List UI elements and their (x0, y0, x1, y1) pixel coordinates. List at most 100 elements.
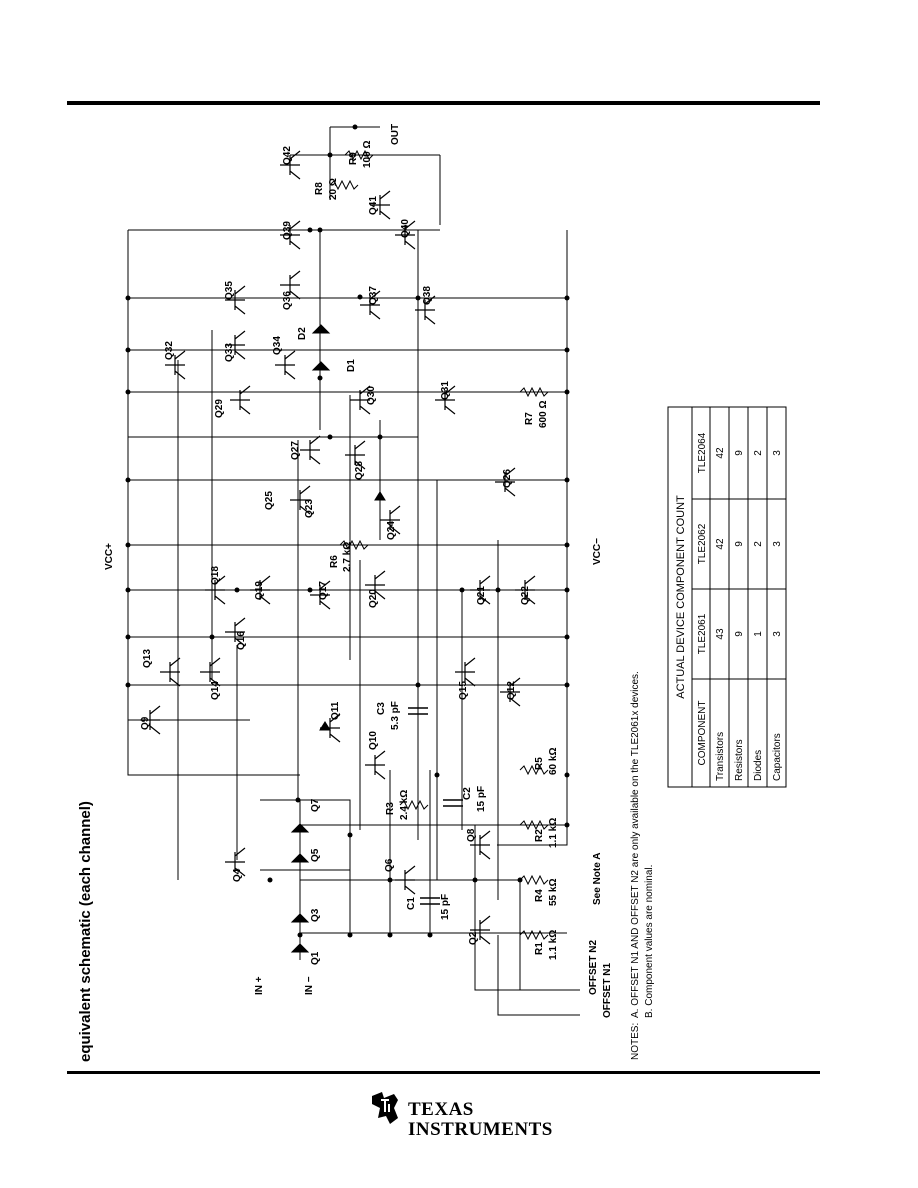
transistor-label-q42: Q42 (282, 146, 293, 165)
table-cell: 9 (734, 450, 745, 456)
transistor-label-q35: Q35 (224, 281, 235, 300)
table-cell: Resistors (734, 739, 745, 781)
th-tle2061: TLE2061 (697, 613, 708, 654)
transistor-label-q24: Q24 (386, 521, 397, 540)
resistor-value-r8: 20 Ω (328, 178, 339, 200)
resistor-name-r4: R4 (534, 889, 545, 902)
note-a: A. OFFSET N1 AND OFFSET N2 are only avai… (630, 671, 641, 1018)
pin-labels: VCC+ VCC− IN + IN − OUT OFFSET N2 OFFSET… (104, 124, 613, 1018)
table-cell: 2 (753, 541, 764, 547)
table-cell: Diodes (753, 750, 764, 781)
table-cell: 3 (772, 450, 783, 456)
resistor-name-r7: R7 (524, 412, 535, 425)
resistor-name-r5: R5 (534, 757, 545, 770)
see-note-label: See Note A (592, 853, 603, 905)
in-minus-label: IN − (304, 976, 315, 995)
offset-n2-label: OFFSET N2 (588, 940, 599, 995)
capacitor-value-c2: 15 pF (476, 786, 487, 812)
resistor-value-r2: 1.1 kΩ (548, 818, 559, 848)
diode-label-d1: D1 (346, 359, 357, 372)
transistor-label-q33: Q33 (224, 343, 235, 362)
transistor-label-q20: Q20 (368, 589, 379, 608)
transistor-label-q1: Q1 (310, 951, 321, 965)
transistor-label-q3: Q3 (310, 908, 321, 922)
bottom-rule (67, 1071, 820, 1074)
transistor-label-q10: Q10 (368, 731, 379, 750)
table-cell: 43 (715, 628, 726, 640)
transistor-label-q14: Q14 (210, 681, 221, 700)
transistor-label-q30: Q30 (366, 386, 377, 405)
resistor-value-r1: 1.1 kΩ (548, 930, 559, 960)
transistor-label-q11: Q11 (330, 701, 341, 720)
th-tle2064: TLE2064 (697, 432, 708, 473)
transistor-label-q22: Q22 (520, 586, 531, 605)
table-cell: 9 (734, 541, 745, 547)
top-rule (67, 101, 820, 105)
th-component: COMPONENT (697, 701, 708, 766)
table-cell: 1 (753, 631, 764, 637)
capacitor-name-c2: C2 (462, 787, 473, 800)
table-cell: 3 (772, 541, 783, 547)
transistor-label-q25: Q25 (264, 491, 275, 510)
ti-logo-icon (372, 1092, 398, 1124)
transistor-label-q34: Q34 (272, 336, 283, 355)
notes: NOTES: A. OFFSET N1 AND OFFSET N2 are on… (630, 671, 655, 1060)
transistor-label-q32: Q32 (164, 341, 175, 360)
in-plus-label: IN + (254, 976, 265, 995)
table-cell: Capacitors (772, 733, 783, 781)
ti-logo-line1: TEXAS (408, 1099, 474, 1120)
transistor-symbols (140, 150, 536, 945)
transistor-label-q41: Q41 (368, 196, 379, 215)
transistor-label-q27: Q27 (290, 441, 301, 460)
transistor-label-q7: Q7 (310, 798, 321, 812)
resistor-name-r8: R8 (314, 182, 325, 195)
resistor-value-r4: 55 kΩ (548, 879, 559, 906)
transistor-label-q23: Q23 (304, 499, 315, 518)
transistor-label-q29: Q29 (214, 399, 225, 418)
table-cell: 9 (734, 631, 745, 637)
vcc-plus-label: VCC+ (104, 543, 115, 570)
transistor-label-q19: Q19 (254, 581, 265, 600)
ti-logo-line2: INSTRUMENTS (408, 1119, 553, 1140)
transistor-label-q21: Q21 (476, 586, 487, 605)
heading: equivalent schematic (each channel) (77, 801, 94, 1062)
table-cell: 42 (715, 447, 726, 459)
resistor-name-r3: R3 (385, 802, 396, 815)
resistor-value-r9: 100 Ω (362, 141, 373, 168)
transistor-label-q13: Q13 (142, 649, 153, 668)
notes-prefix: NOTES: (630, 1023, 641, 1060)
out-label: OUT (390, 124, 401, 145)
transistor-label-q12: Q12 (506, 681, 517, 700)
table-title: ACTUAL DEVICE COMPONENT COUNT (675, 495, 687, 699)
resistor-symbols (329, 149, 549, 941)
table-cell: Transistors (715, 732, 726, 781)
table-cell: 3 (772, 631, 783, 637)
diode-label-d2: D2 (297, 327, 308, 340)
transistor-label-q37: Q37 (368, 286, 379, 305)
capacitor-name-c3: C3 (376, 702, 387, 715)
resistor-value-r7: 600 Ω (538, 401, 549, 428)
transistor-label-q8: Q8 (466, 828, 477, 842)
junction-dots (125, 124, 570, 938)
transistor-label-q2: Q2 (468, 931, 479, 945)
table-cell: 2 (753, 450, 764, 456)
vcc-minus-label: VCC− (592, 538, 603, 565)
transistor-label-q17: Q17 (318, 581, 329, 600)
capacitor-symbols (408, 707, 463, 905)
transistor-label-q28: Q28 (354, 461, 365, 480)
th-tle2062: TLE2062 (697, 523, 708, 564)
transistor-label-q9: Q9 (140, 716, 151, 730)
transistor-label-q18: Q18 (210, 566, 221, 585)
ti-logo-wordmark: TEXAS INSTRUMENTS (408, 1100, 553, 1140)
transistor-label-q38: Q38 (422, 286, 433, 305)
transistor-label-q5: Q5 (310, 848, 321, 862)
component-count-table: ACTUAL DEVICE COMPONENT COUNT COMPONENT … (667, 406, 787, 788)
transistor-label-q6: Q6 (384, 858, 395, 872)
resistor-value-r6: 2.7 kΩ (342, 542, 353, 572)
offset-n1-label: OFFSET N1 (602, 963, 613, 1018)
table-cell: 42 (715, 538, 726, 550)
resistor-name-r2: R2 (534, 829, 545, 842)
resistor-name-r1: R1 (534, 942, 545, 955)
